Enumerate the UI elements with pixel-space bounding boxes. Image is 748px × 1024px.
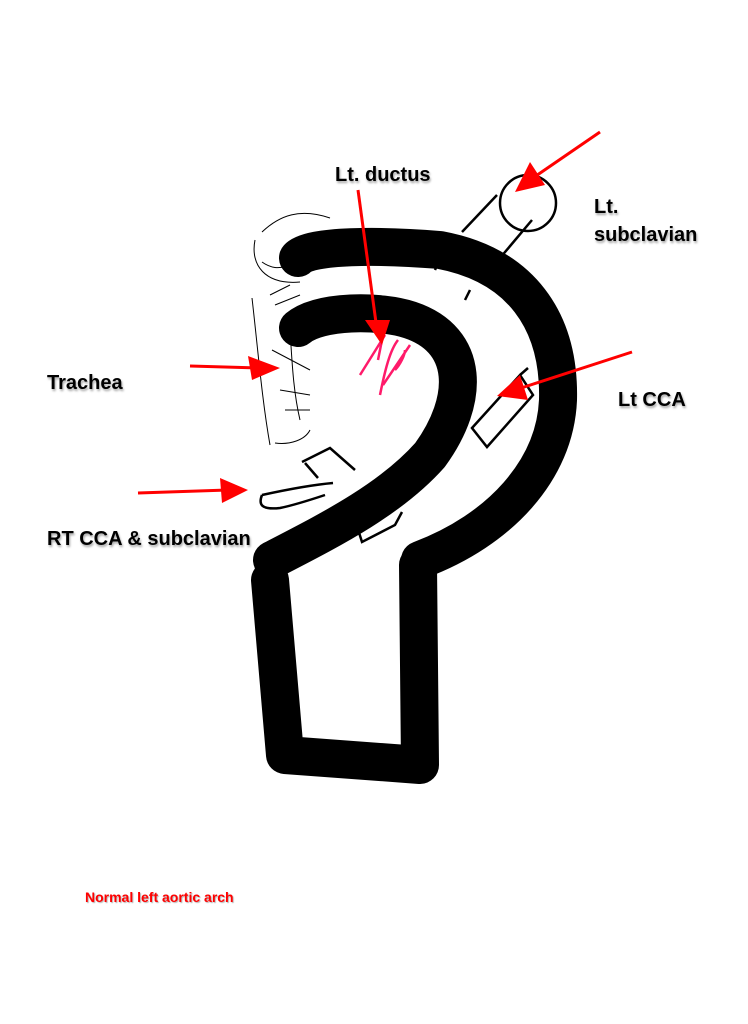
label-lt-cca: Lt CCA bbox=[618, 389, 686, 411]
arrow-rt-cca bbox=[137, 478, 248, 503]
label-rt-cca-subclavian: RT CCA & subclavian bbox=[47, 528, 251, 550]
outer-arch bbox=[279, 227, 578, 579]
label-lt-subclavian-line2: subclavian bbox=[594, 224, 698, 246]
descending-aorta bbox=[251, 546, 439, 784]
arrow-lt-cca bbox=[497, 350, 633, 400]
inner-arch bbox=[253, 294, 477, 579]
arrows bbox=[137, 130, 633, 503]
ductus-scribble bbox=[358, 334, 412, 396]
lt-cca-vessel bbox=[470, 367, 535, 449]
aorta bbox=[251, 227, 578, 784]
label-lt-ductus: Lt. ductus bbox=[335, 164, 431, 186]
arrow-trachea bbox=[189, 356, 280, 380]
label-lt-subclavian-line1: Lt. bbox=[594, 196, 619, 218]
label-trachea: Trachea bbox=[47, 372, 123, 394]
arrow-lt-subclavian bbox=[515, 130, 601, 192]
caption: Normal left aortic arch bbox=[85, 889, 234, 905]
arrow-lt-ductus bbox=[356, 189, 390, 345]
